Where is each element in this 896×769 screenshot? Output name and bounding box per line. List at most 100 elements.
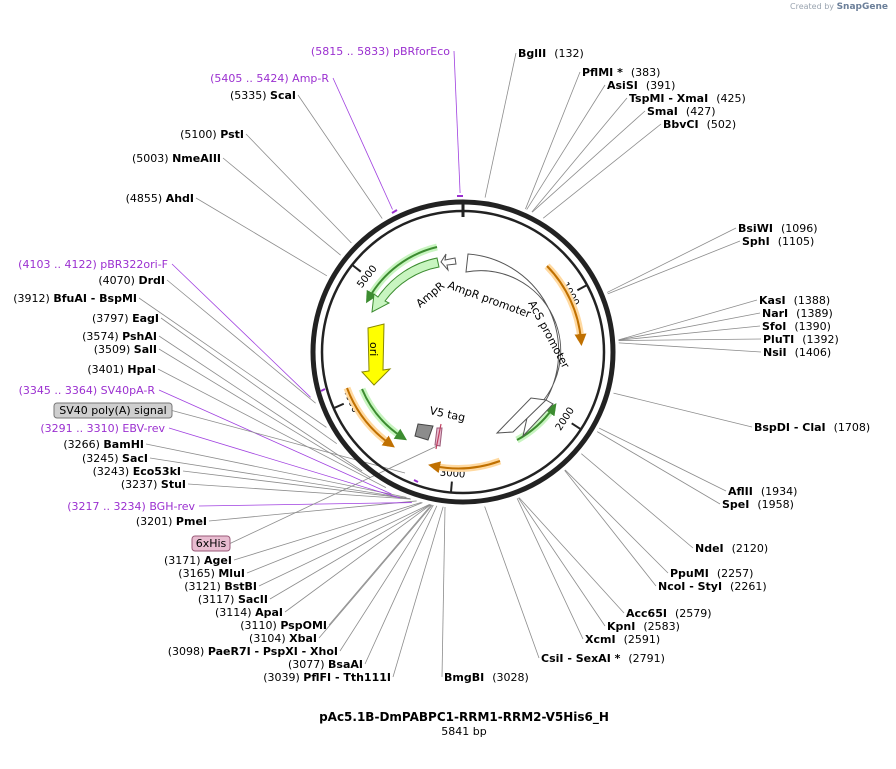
primer-label: (3291 .. 3310) EBV-rev [40,422,165,435]
site-label: (3117) SacII [198,593,268,606]
site-name: PluTI [763,333,794,346]
site-leader [531,110,646,213]
site-leader [581,453,694,549]
site-name: BsaAI [328,658,363,671]
site-leader [233,501,422,561]
site-leader [245,133,352,244]
site-label: (3266) BamHI [63,438,144,451]
site-leader [328,504,432,626]
site-label: PflMI *(383) [582,66,660,79]
site-label: TspMI - XmaI(425) [629,92,746,105]
site-leader [596,431,721,505]
site-name: SacII [238,593,268,606]
site-name: DrdI [138,274,165,287]
leader-lines [138,50,762,678]
site-label: (4070) DrdI [98,274,165,287]
site-leader [182,470,411,500]
primer-mark-bottom [413,479,419,483]
site-coord: (1096) [781,222,818,235]
site-coord: (1388) [794,294,831,307]
ampr-label: AmpR [414,279,448,310]
site-leader [246,502,423,574]
primer-label: (3217 .. 3234) BGH-rev [67,500,195,513]
site-label: BspDI - ClaI(1708) [754,421,870,434]
primer-leader [158,389,392,495]
site-label: SphI (1105) [742,235,814,248]
primer-labels: (5815 .. 5833) pBRforEco (5405 .. 5424) A… [18,45,450,513]
site-leader [618,312,761,341]
site-leader [518,497,625,614]
site-name: AgeI [204,554,232,567]
site-leader [297,94,383,219]
site-leader [531,97,628,213]
site-label: (3098) PaeR7I - PspXI - XhoI [168,645,338,658]
site-label: CsiI - SexAI *(2791) [541,652,665,665]
site-label: (3104) XbaI [249,632,317,645]
site-label: PpuMI (2257) [670,567,753,580]
site-coord: (1105) [778,235,815,248]
site-coord: (1390) [794,320,831,333]
site-name: Acc65I [626,607,667,620]
site-leader [258,504,430,587]
site-leader [208,500,417,522]
site-name: SacI [122,452,148,465]
primer-leader [453,50,461,194]
orange-arc-bottom-line [428,460,501,474]
site-name: EagI [132,312,159,325]
ampr-promoter-arrow [440,253,457,272]
site-label: (5335) ScaI [230,89,296,102]
site-leader [618,299,758,341]
site-leader [518,497,606,627]
site-coord: (1958) [757,498,794,511]
site-name: PflMI * [582,66,623,79]
site-name: SphI [742,235,770,248]
site-label: NarI(1389) [762,307,833,320]
site-coord: (3165) [178,567,218,580]
site-label: (3114) ApaI [215,606,283,619]
site-coord: (3110) [240,619,280,632]
site-leader [269,504,431,600]
site-name: PpuMI [670,567,709,580]
tick-4000 [333,402,345,410]
site-label: (3401) HpaI [87,363,156,376]
primer-mark-ampr [391,209,398,214]
site-name: PmeI [176,515,207,528]
site-label: (3110) PspOMI [240,619,327,632]
v5-tag-label: V5 tag [428,404,466,424]
site-name: PflFI - Tth111I [303,671,391,684]
site-coord: (3401) [87,363,127,376]
primer-label: (4103 .. 4122) pBR322ori-F [18,258,168,271]
tick-label-2000: 2000 [554,406,577,433]
site-label: BsiWI(1096) [738,222,818,235]
site-leader [598,427,727,492]
primer-leader [198,502,412,507]
site-coord: (427) [686,105,716,118]
feature-box [191,535,231,552]
site-label: SpeI(1958) [722,498,794,511]
site-leader [160,317,337,444]
site-name: BfuAI - BspMI [53,292,137,305]
green-arc-top-line [366,246,438,304]
site-name: PspOMI [280,619,327,632]
site-leader [526,84,606,210]
site-coord: (2257) [717,567,754,580]
site-coord: (4070) [98,274,138,287]
ampr-arrow [371,257,440,313]
acs-promoter-head [495,397,548,434]
primer-label: (5405 .. 5424) Amp-R [210,72,329,85]
ori-arrow [360,323,392,386]
site-coord: (3245) [82,452,122,465]
tick-3000 [449,481,453,493]
site-coord: (3574) [82,330,122,343]
site-coord: (3121) [184,580,224,593]
primer-label: (5815 .. 5833) pBRforEco [311,45,450,58]
plasmid-backbone [310,199,616,505]
site-coord: (3077) [288,658,328,671]
site-label: (3039) PflFI - Tth111I [263,671,391,684]
plasmid-length: 5841 bp [441,725,486,738]
site-leader [613,392,753,428]
site-leader [149,457,410,499]
site-name: NmeAIII [172,152,221,165]
